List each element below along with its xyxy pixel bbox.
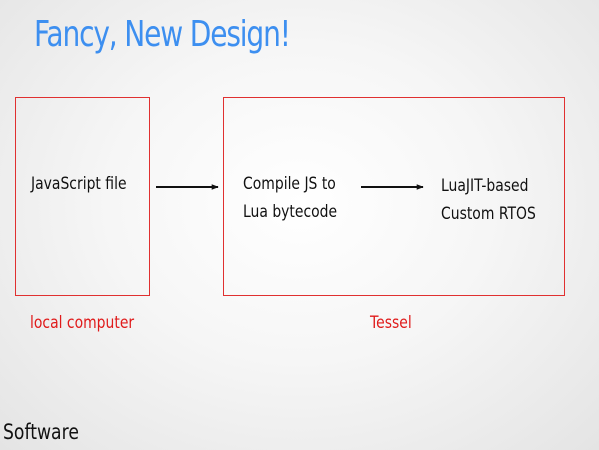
local-computer-box: [15, 97, 150, 296]
tessel-caption: Tessel: [370, 313, 412, 333]
compile-label-line-2: Lua bytecode: [243, 202, 338, 222]
footer-label: Software: [3, 420, 79, 444]
rtos-label-line-2: Custom RTOS: [441, 204, 536, 224]
rtos-node: LuaJIT-based Custom RTOS: [441, 172, 536, 228]
javascript-file-label-line-1: JavaScript file: [31, 174, 127, 194]
compile-label-line-1: Compile JS to: [243, 174, 336, 194]
slide-title: Fancy, New Design!: [34, 14, 291, 55]
local-computer-caption: local computer: [30, 313, 135, 333]
javascript-file-node: JavaScript file: [31, 170, 127, 198]
tessel-box: [223, 97, 565, 296]
rtos-label-line-1: LuaJIT-based: [441, 176, 529, 196]
compile-node: Compile JS to Lua bytecode: [243, 170, 337, 226]
